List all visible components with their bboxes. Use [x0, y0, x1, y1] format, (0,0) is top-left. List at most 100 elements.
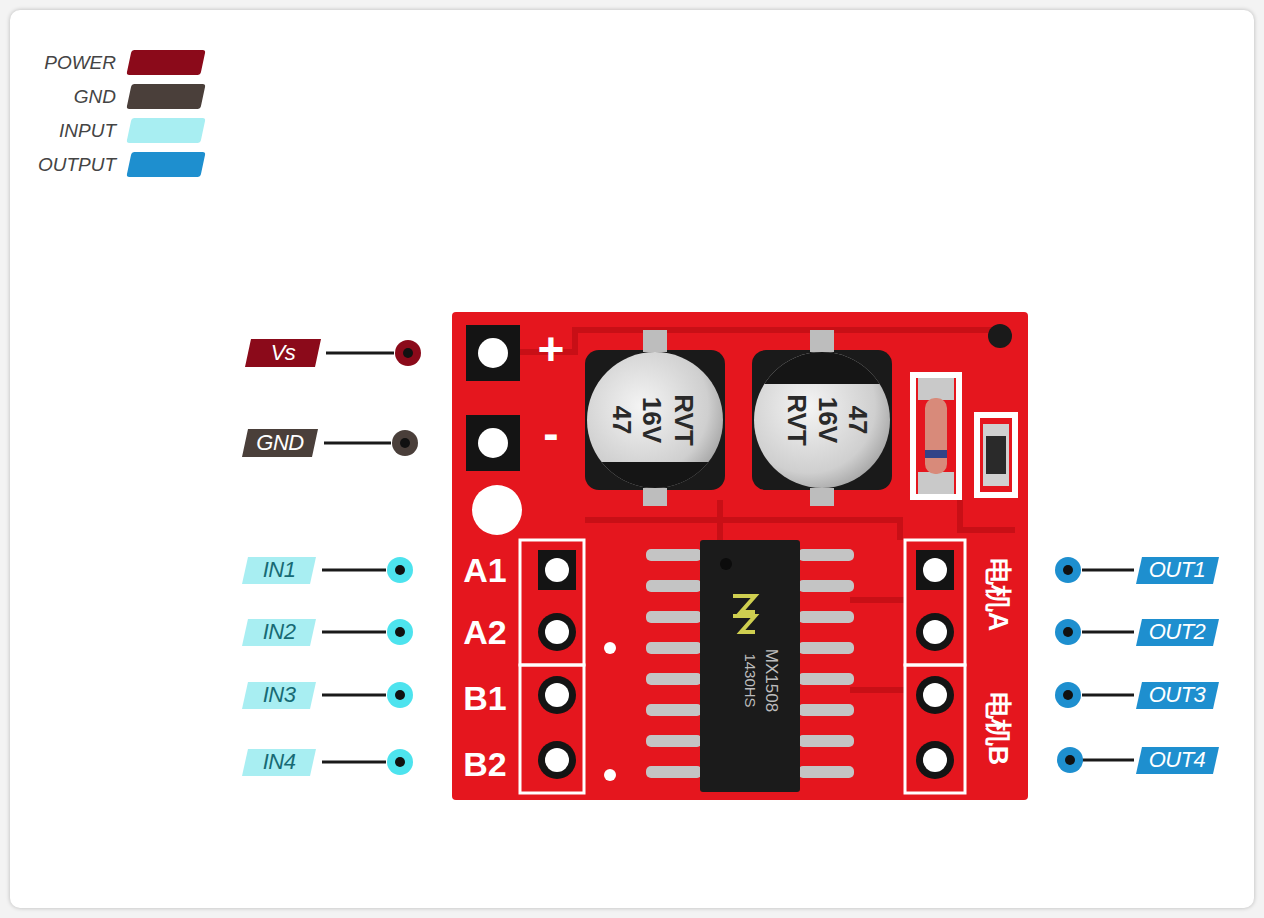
pin-dot	[1055, 557, 1081, 583]
chip-lead	[646, 735, 702, 747]
chip-lead	[798, 549, 854, 561]
capacitor-band	[580, 462, 730, 502]
trace	[585, 520, 900, 540]
pin-tag: IN3	[242, 682, 316, 709]
pin-name: IN4	[242, 749, 316, 776]
pin-hole	[545, 620, 569, 644]
pin-hole	[923, 620, 947, 644]
pin-name: OUT4	[1136, 747, 1219, 774]
via	[604, 642, 616, 654]
diode-outline	[910, 372, 962, 500]
tag-parallelogram	[1136, 557, 1219, 584]
legend-text: OUTPUT	[38, 155, 116, 174]
pin-dot	[395, 340, 421, 366]
header-outline	[520, 540, 584, 665]
pin-hole	[545, 558, 569, 582]
diode-body	[925, 398, 947, 474]
pin-dot	[1055, 619, 1081, 645]
chip-lead	[798, 735, 854, 747]
polarity-mark: +	[538, 326, 565, 372]
pin-tag: OUT1	[1136, 557, 1219, 584]
capacitor-voltage: 16V	[639, 397, 665, 443]
pin-tag: IN2	[242, 619, 316, 646]
leader-line	[1082, 694, 1134, 697]
chip-lead	[646, 766, 702, 778]
leader-line	[322, 569, 386, 572]
pin-dot	[1057, 747, 1083, 773]
pin-name: GND	[242, 429, 318, 457]
pin-hole	[478, 428, 508, 458]
chip-lead	[798, 642, 854, 654]
pin-tag: IN1	[242, 557, 316, 584]
tag-parallelogram	[242, 429, 318, 457]
tag-parallelogram	[242, 682, 316, 709]
tag-parallelogram	[1136, 747, 1219, 774]
pin-dot	[387, 557, 413, 583]
pin-name: OUT3	[1136, 682, 1219, 709]
pin-tag: IN4	[242, 749, 316, 776]
diode-pad	[918, 472, 954, 494]
pin-dot-center	[400, 438, 410, 448]
pin-label: A1	[463, 553, 506, 587]
capacitor-lead	[810, 330, 834, 352]
chip-lead	[798, 673, 854, 685]
header-outline	[905, 665, 965, 793]
resistor-body	[986, 436, 1006, 474]
chip-logo	[733, 596, 755, 632]
pin-dot	[387, 749, 413, 775]
leader-line	[1082, 759, 1134, 762]
chip-lead	[646, 549, 702, 561]
capacitor-series: RVT	[784, 394, 810, 446]
capacitor-value: 47	[845, 406, 871, 435]
capacitor-series: RVT	[671, 394, 697, 446]
resistor-outline	[974, 412, 1018, 498]
trace	[850, 687, 905, 693]
trace	[520, 330, 1000, 352]
leader-line	[322, 694, 386, 697]
pad	[538, 741, 576, 779]
chip-date-code: 1430HS	[743, 653, 758, 707]
pin-dot-center	[1065, 755, 1075, 765]
pcb-board	[452, 312, 1028, 800]
chip-lead	[798, 580, 854, 592]
pin-tag: OUT4	[1136, 747, 1219, 774]
pin-dot-center	[395, 627, 405, 637]
pin-name: IN2	[242, 619, 316, 646]
pad	[916, 741, 954, 779]
pin-label: B1	[463, 681, 506, 715]
leader-line	[322, 761, 386, 764]
chip-lead	[646, 580, 702, 592]
pad	[466, 325, 520, 381]
legend-swatch	[126, 84, 205, 109]
capacitor-lead	[810, 488, 834, 506]
leader-line	[326, 352, 394, 355]
square-pad	[538, 550, 576, 590]
header-outline	[520, 665, 584, 793]
pin-tag: Vs	[245, 339, 321, 367]
pin-dots	[387, 340, 1083, 775]
leader-line	[1082, 569, 1134, 572]
legend-text: GND	[74, 87, 116, 106]
chip-lead	[798, 611, 854, 623]
pin-dot-center	[395, 690, 405, 700]
legend-swatch	[126, 152, 205, 177]
chip-notch	[720, 558, 732, 570]
pad	[466, 415, 520, 471]
header-outline	[905, 540, 965, 665]
chip-lead	[646, 611, 702, 623]
pin-dot-center	[1063, 690, 1073, 700]
pin-dot	[387, 619, 413, 645]
pin-name: OUT2	[1136, 619, 1219, 646]
pin-tag: OUT3	[1136, 682, 1219, 709]
pin-tag: OUT2	[1136, 619, 1219, 646]
pin-dot-center	[395, 757, 405, 767]
trace	[960, 500, 1015, 530]
header-outline	[520, 540, 965, 793]
pin-hole	[923, 683, 947, 707]
pin-name: OUT1	[1136, 557, 1219, 584]
legend-swatch	[126, 118, 205, 143]
tag-parallelogram	[245, 339, 321, 367]
trace	[850, 597, 905, 603]
pin-name: IN3	[242, 682, 316, 709]
